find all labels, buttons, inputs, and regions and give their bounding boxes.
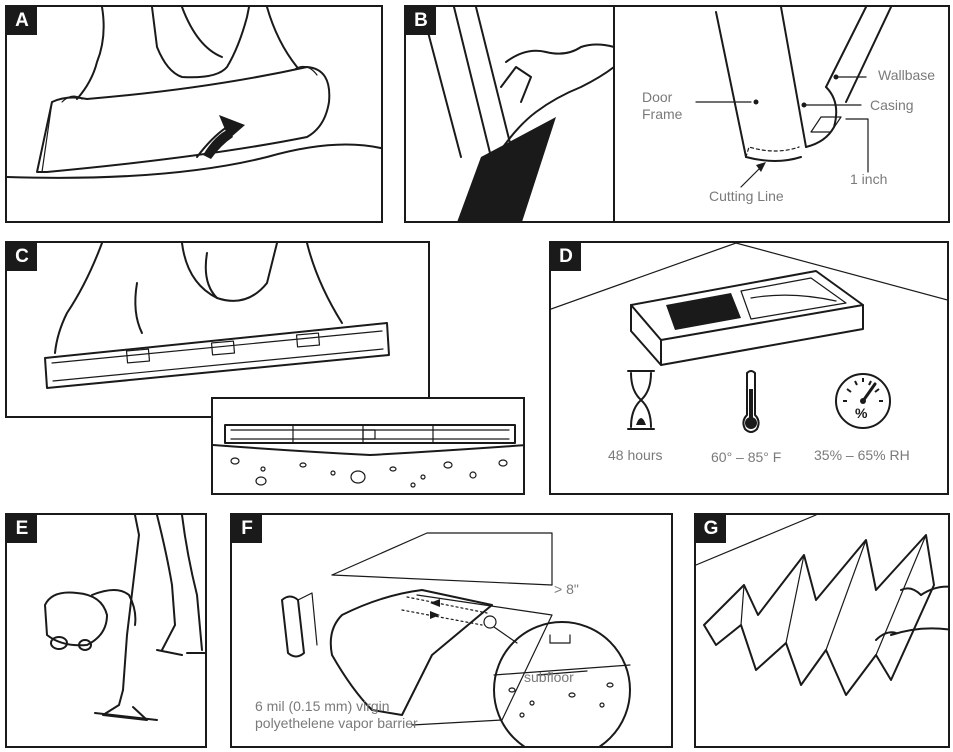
- panel-f-tag: F: [232, 515, 262, 543]
- panel-g-tag: G: [696, 515, 726, 543]
- panel-a: A: [5, 5, 383, 223]
- cutting-line-label: Cutting Line: [709, 188, 784, 204]
- lift-underlayment-illustration: [7, 7, 381, 179]
- vacuum-illustration: [44, 515, 205, 721]
- casing-label: Casing: [870, 97, 914, 113]
- acclimation-illustration: [551, 243, 947, 366]
- panel-d: D: [549, 241, 949, 495]
- panel-b-tag: B: [406, 7, 436, 35]
- panel-c-inset: [211, 397, 525, 495]
- door-frame-cut-illustration: [423, 7, 892, 221]
- panel-f: F > 8" subfloor 6 mil (0.15 mm) virgin p…: [230, 513, 673, 748]
- one-inch-label: 1 inch: [850, 171, 888, 187]
- humidity-label: 35% – 65% RH: [814, 447, 910, 463]
- wallbase-label: Wallbase: [878, 67, 936, 83]
- panel-e: E: [5, 513, 207, 748]
- panel-c: C: [5, 241, 430, 418]
- panel-a-tag: A: [7, 7, 37, 35]
- vapor-barrier-illustration: [281, 532, 631, 746]
- subfloor-label: subfloor: [524, 669, 574, 685]
- vapor-barrier-label-line2: polyethelene vapor barrier: [255, 715, 418, 731]
- panel-g: G: [694, 513, 950, 748]
- vapor-barrier-label-line1: 6 mil (0.15 mm) virgin: [255, 698, 390, 714]
- duration-label: 48 hours: [608, 447, 663, 463]
- panel-e-tag: E: [7, 515, 37, 543]
- percent-symbol: %: [855, 405, 868, 421]
- panel-d-tag: D: [551, 243, 581, 271]
- panel-b: B Wallbase Door Frame Casing 1 inch Cutt…: [404, 5, 950, 223]
- level-check-illustration: [44, 243, 390, 389]
- overlap-label: > 8": [554, 581, 579, 597]
- unfold-underlayment-illustration: [696, 515, 948, 696]
- door-frame-label: Door Frame: [642, 89, 683, 122]
- level-on-subfloor-inset: [213, 424, 523, 488]
- hygrometer-icon: %: [833, 371, 893, 431]
- panel-c-tag: C: [7, 243, 37, 271]
- temperature-label: 60° – 85° F: [711, 449, 782, 465]
